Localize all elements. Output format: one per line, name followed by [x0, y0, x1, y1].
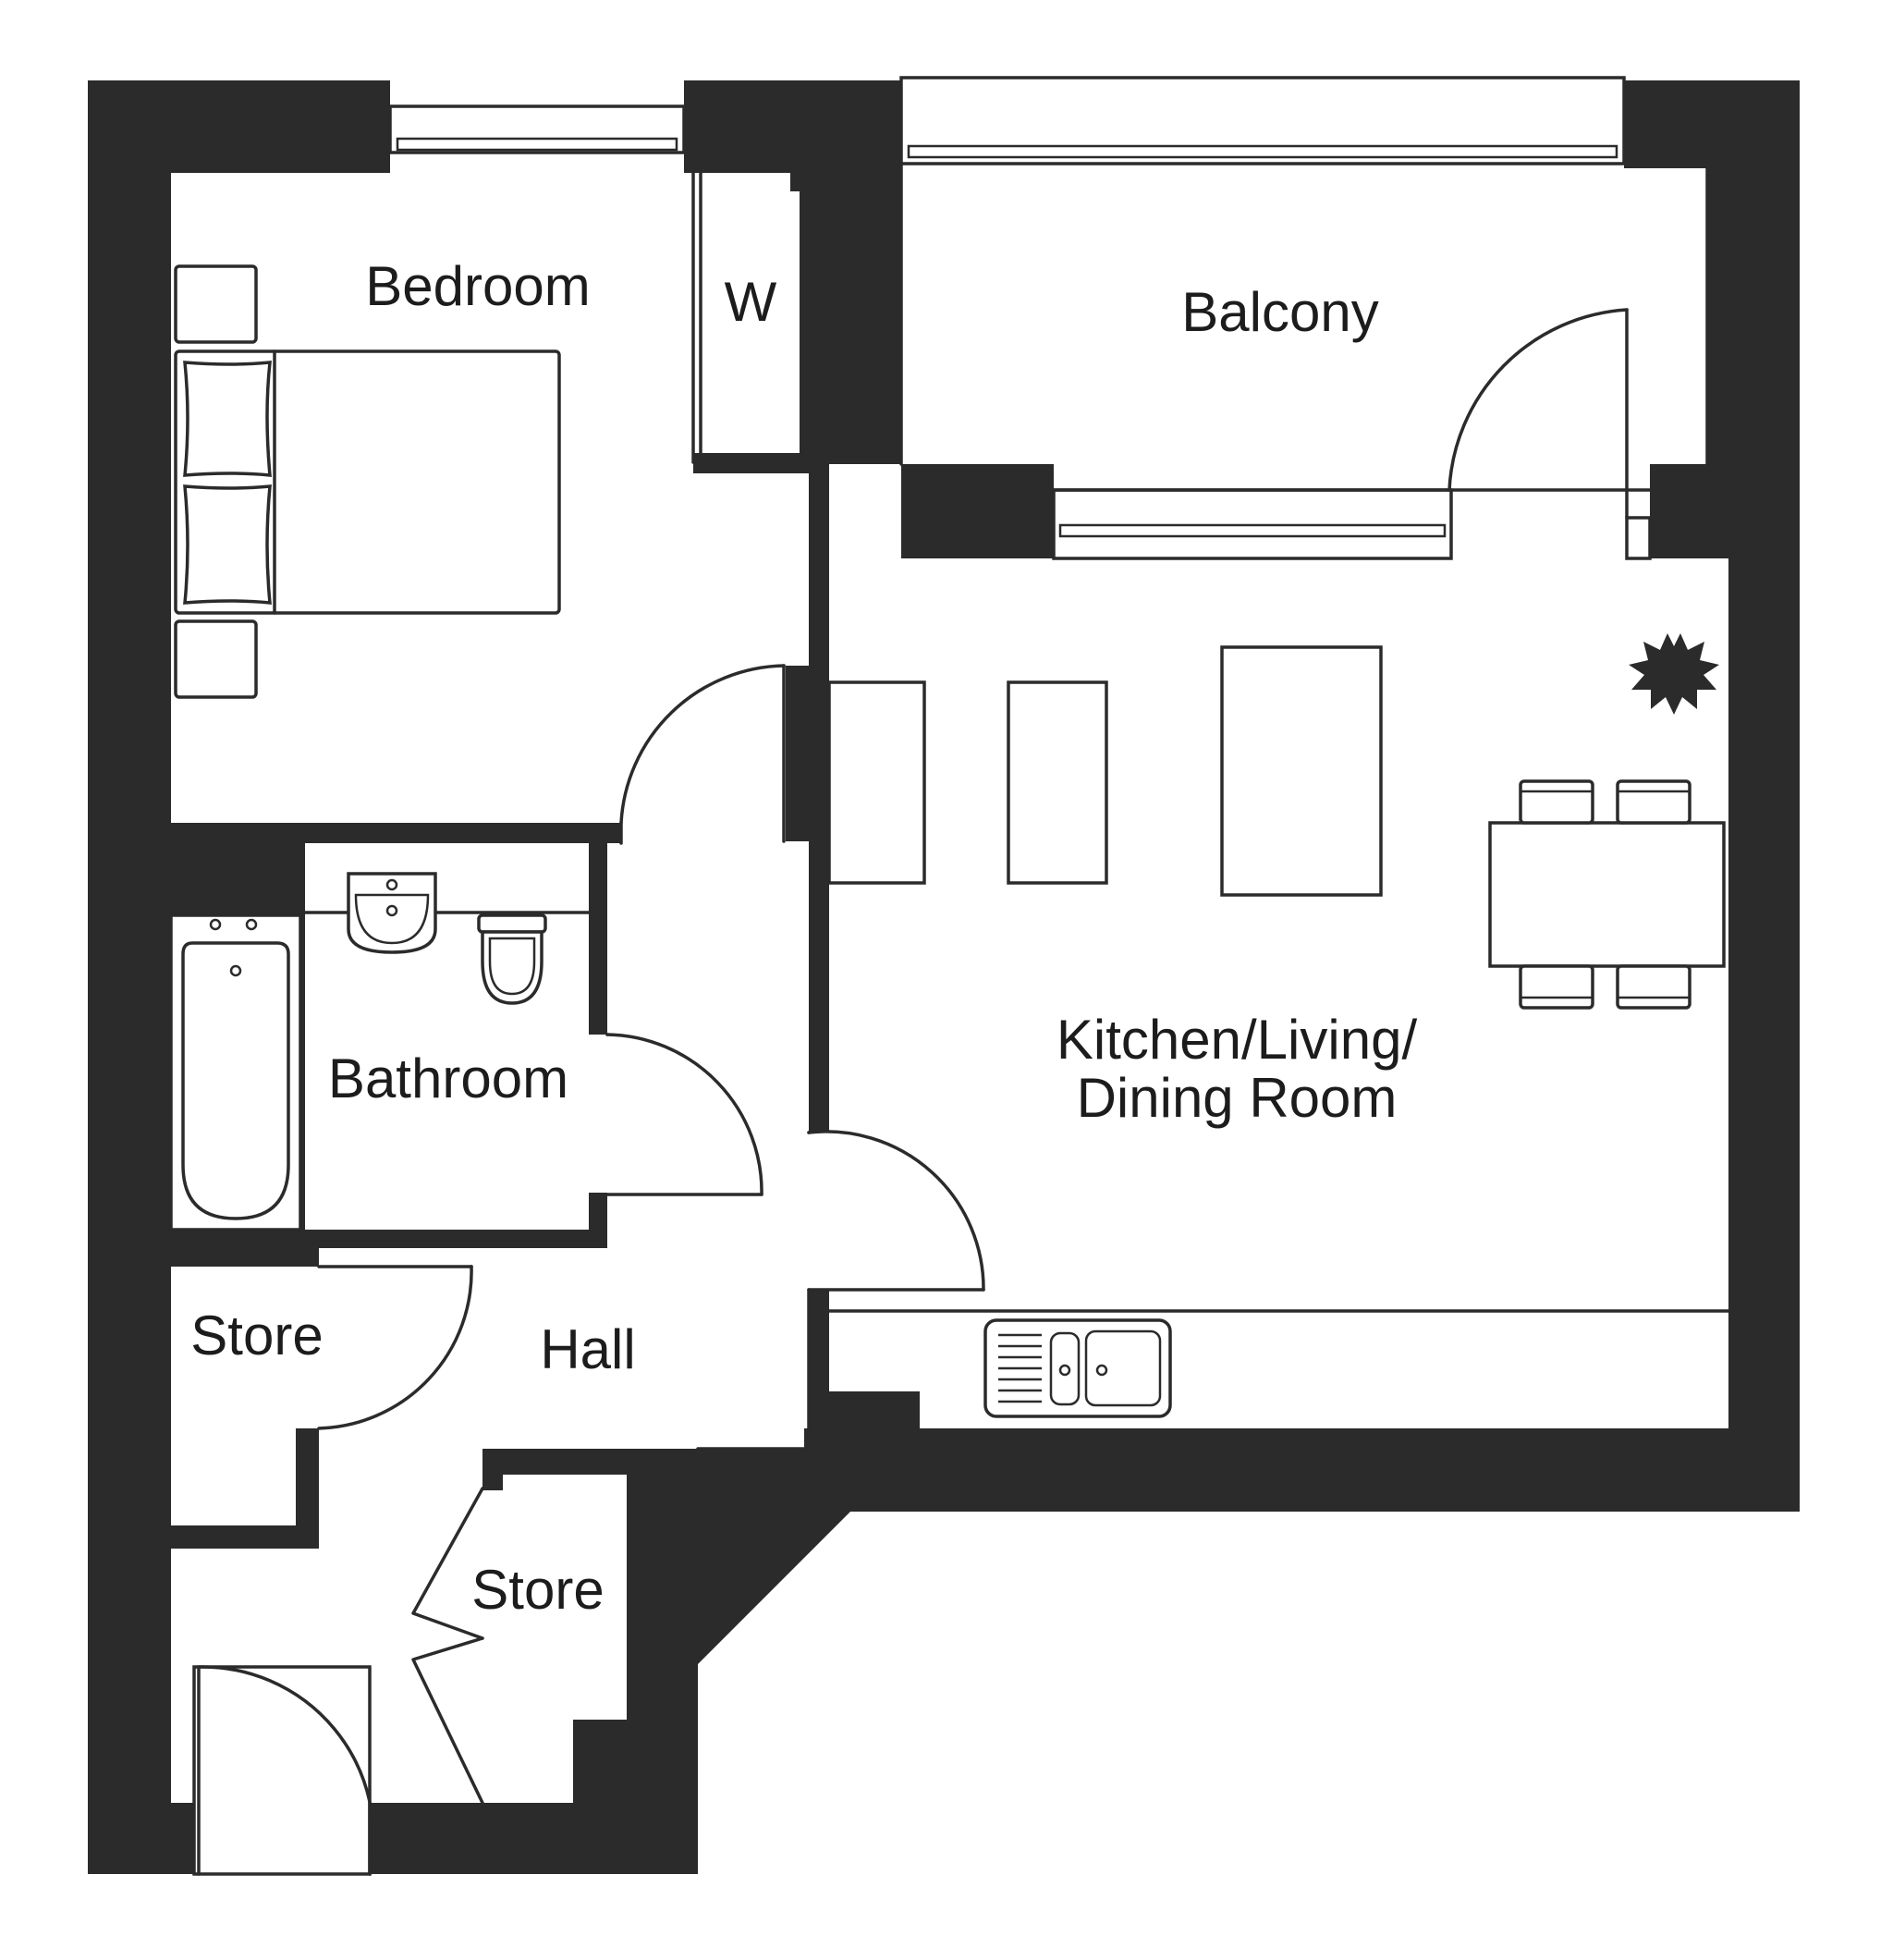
- kitchen-door: [807, 1130, 985, 1292]
- bathroom-label: Bathroom: [328, 1047, 568, 1109]
- room-labels: Bedroom W Balcony Kitchen/Living/ Dining…: [190, 255, 1417, 1621]
- living-furniture: [827, 645, 1383, 897]
- starburst-icon: [1629, 633, 1719, 715]
- walls: [88, 80, 1800, 1874]
- hall-label: Hall: [540, 1318, 635, 1380]
- bedroom-door: [619, 664, 786, 845]
- bedside-table-bottom: [174, 619, 258, 699]
- store-lower-doors: [411, 1487, 503, 1854]
- store-left-door: [317, 1265, 473, 1430]
- balcony-rail: [899, 76, 1626, 165]
- bathroom-door: [605, 1033, 763, 1196]
- wardrobe: [691, 171, 809, 473]
- hall-outline: [696, 1288, 811, 1451]
- balcony-outline: [899, 162, 1709, 492]
- kitchen-label-line2: Dining Room: [1077, 1067, 1398, 1129]
- kitchen-label-line1: Kitchen/Living/: [1056, 1009, 1418, 1071]
- balcony-door: [1447, 308, 1652, 560]
- kitchen-counter: [827, 1309, 1730, 1418]
- wardrobe-label: W: [725, 271, 777, 333]
- bedside-table-top: [174, 264, 258, 344]
- double-bed: [174, 349, 561, 615]
- balcony-door-window: [1052, 488, 1453, 560]
- dining-table: [1488, 779, 1726, 1010]
- store-lower-label: Store: [471, 1559, 604, 1621]
- entrance-door: [192, 1665, 375, 1876]
- store-left-label: Store: [190, 1305, 323, 1366]
- bedroom-window: [388, 104, 686, 154]
- bathroom-fixtures: [169, 872, 591, 1231]
- bedroom-label: Bedroom: [365, 255, 590, 317]
- balcony-label: Balcony: [1181, 281, 1378, 343]
